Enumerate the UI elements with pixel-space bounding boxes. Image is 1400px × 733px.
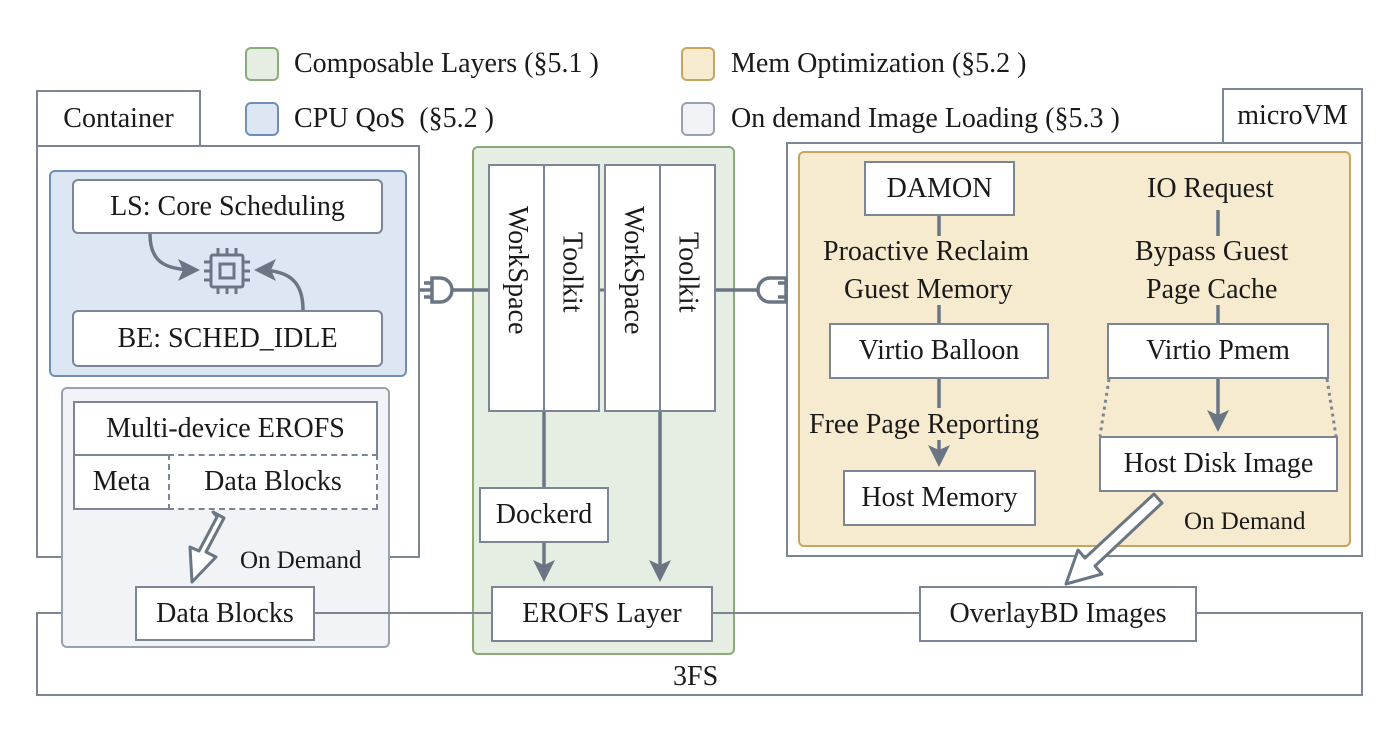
legend-swatch-composable: [245, 47, 279, 81]
host-disk-image-box: Host Disk Image: [1099, 436, 1338, 492]
data-blocks-dashed-box: Data Blocks: [168, 454, 378, 510]
meta-box: Meta: [73, 454, 170, 510]
bypass-guest-label: Bypass Guest: [1135, 236, 1289, 267]
pmem-dotted-right: [1325, 378, 1338, 437]
legend-swatch-cpu: [245, 102, 279, 136]
dockerd-box: Dockerd: [479, 487, 609, 543]
legend-mem-label: Mem Optimization (§5.2 ): [731, 48, 1027, 79]
microvm-on-demand-arrow: [1064, 492, 1164, 586]
be-sched-idle-box: BE: SCHED_IDLE: [72, 310, 383, 367]
plug-icon-left: [420, 276, 488, 304]
io-request-label: IO Request: [1147, 173, 1274, 204]
microvm-on-demand-label: On Demand: [1184, 508, 1306, 535]
proactive-reclaim-label: Proactive Reclaim: [823, 236, 1030, 267]
overlaybd-images-box: OverlayBD Images: [919, 586, 1197, 642]
guest-memory-label: Guest Memory: [844, 274, 1013, 305]
legend-composable-label: Composable Layers (§5.1 ): [294, 48, 599, 79]
pmem-dotted-left: [1098, 378, 1111, 437]
page-cache-label: Page Cache: [1146, 274, 1278, 305]
container-title: Container: [36, 90, 201, 147]
legend-ondemand-label: On demand Image Loading (§5.3 ): [731, 103, 1120, 134]
damon-box: DAMON: [864, 161, 1015, 216]
legend-swatch-mem: [681, 47, 715, 81]
toolkit-2-box: Toolkit: [659, 164, 716, 412]
virtio-balloon-box: Virtio Balloon: [829, 323, 1049, 379]
threefs-label: 3FS: [673, 661, 719, 692]
legend-swatch-ondemand: [681, 102, 715, 136]
ls-core-scheduling-box: LS: Core Scheduling: [72, 179, 383, 234]
data-blocks-box: Data Blocks: [135, 586, 315, 641]
toolkit-1-box: Toolkit: [543, 164, 600, 412]
free-page-reporting-label: Free Page Reporting: [809, 409, 1040, 440]
workspace-2-box: WorkSpace: [604, 164, 662, 412]
container-on-demand-label: On Demand: [240, 547, 362, 574]
microvm-title: microVM: [1222, 88, 1363, 144]
erofs-layer-box: EROFS Layer: [491, 586, 713, 642]
plug-icon-right: [716, 276, 788, 304]
host-memory-box: Host Memory: [843, 470, 1036, 526]
be-to-cpu-arrow: [254, 259, 305, 311]
virtio-pmem-box: Virtio Pmem: [1107, 323, 1329, 379]
container-on-demand-arrow: [188, 510, 226, 584]
legend-cpu-label: CPU QoS (§5.2 ): [294, 103, 494, 134]
cpu-chip-icon: [204, 248, 250, 294]
ls-to-cpu-arrow: [148, 233, 200, 281]
